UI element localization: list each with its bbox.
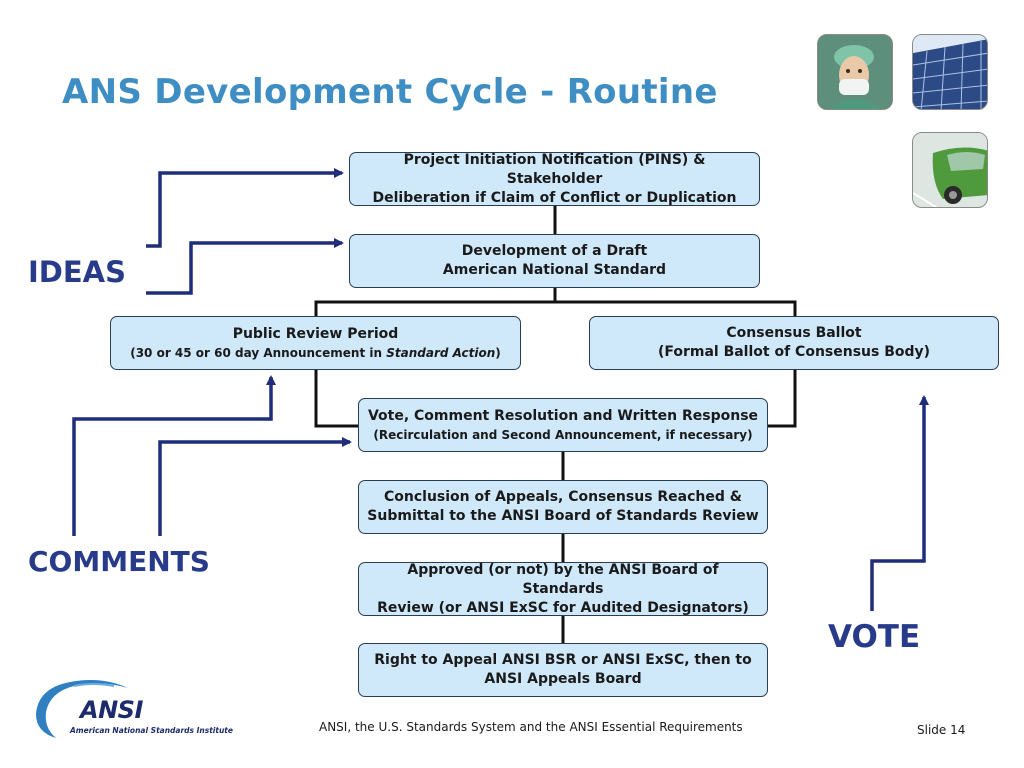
vote-label: VOTE	[828, 619, 921, 655]
ansi-swoosh-icon	[36, 680, 128, 738]
step-right-to-appeal: Right to Appeal ANSI BSR or ANSI ExSC, t…	[358, 643, 768, 697]
step-consensus-ballot-line1: Consensus Ballot	[726, 325, 862, 341]
step-draft-line2: American National Standard	[442, 262, 667, 278]
step-vote-comment-line2: (Recirculation and Second Announcement, …	[373, 427, 753, 442]
surgeon-icon	[818, 35, 892, 109]
step-pins: Project Initiation Notification (PINS) &…	[349, 152, 760, 206]
step-approved: Approved (or not) by the ANSI Board of S…	[358, 562, 768, 616]
step-draft: Development of a Draft American National…	[349, 234, 760, 288]
slide-number: Slide 14	[917, 723, 966, 737]
footer-text: ANSI, the U.S. Standards System and the …	[319, 720, 743, 734]
solar-panel-icon	[913, 35, 987, 109]
step-public-review-line2-suffix: )	[495, 345, 501, 360]
solar-panel-photo	[912, 34, 988, 110]
step-right-to-appeal-line1: Right to Appeal ANSI BSR or ANSI ExSC, t…	[374, 652, 752, 668]
step-public-review-line2: (30 or 45 or 60 day Announcement in Stan…	[130, 344, 501, 362]
step-pins-line2: Deliberation if Claim of Conflict or Dup…	[372, 189, 737, 206]
ansi-logo: ANSI American National Standards Institu…	[30, 676, 233, 744]
step-approved-line2: Review (or ANSI ExSC for Audited Designa…	[377, 599, 749, 616]
step-vote-comment: Vote, Comment Resolution and Written Res…	[358, 398, 768, 452]
step-right-to-appeal-line2: ANSI Appeals Board	[484, 671, 642, 687]
surgeon-photo	[817, 34, 893, 110]
step-appeals-conclusion-line1: Conclusion of Appeals, Consensus Reached…	[384, 489, 742, 505]
step-public-review-line2-prefix: (30 or 45 or 60 day Announcement in	[130, 345, 387, 360]
ideas-label: IDEAS	[28, 255, 127, 289]
car-icon	[913, 133, 987, 207]
step-draft-line1: Development of a Draft	[461, 243, 648, 259]
step-public-review-line1: Public Review Period	[232, 325, 399, 342]
step-appeals-conclusion: Conclusion of Appeals, Consensus Reached…	[358, 480, 768, 534]
connector-ballot-vote	[768, 370, 797, 428]
step-pins-line1: Project Initiation Notification (PINS) &…	[403, 151, 706, 187]
car-photo	[912, 132, 988, 208]
ideas-arrow-pins	[146, 168, 344, 248]
comments-label: COMMENTS	[28, 545, 210, 578]
step-consensus-ballot: Consensus Ballot (Formal Ballot of Conse…	[589, 316, 999, 370]
slide-title: ANS Development Cycle - Routine	[62, 72, 718, 112]
ideas-arrow-draft	[146, 238, 344, 295]
comments-arrow-vote	[158, 437, 352, 536]
step-approved-line1: Approved (or not) by the ANSI Board of S…	[407, 561, 719, 597]
ansi-subtitle: American National Standards Institute	[70, 726, 233, 735]
step-public-review: Public Review Period (30 or 45 or 60 day…	[110, 316, 521, 370]
vote-arrow-ballot	[870, 395, 929, 611]
step-vote-comment-line1: Vote, Comment Resolution and Written Res…	[367, 407, 759, 424]
comments-arrow-public-review	[72, 375, 276, 536]
step-appeals-conclusion-line2: Submittal to the ANSI Board of Standards…	[367, 508, 759, 524]
standard-action-text: Standard Action	[386, 345, 496, 360]
ansi-wordmark: ANSI	[80, 696, 143, 724]
connector-branch	[314, 300, 797, 316]
connector-public-review-vote	[314, 370, 358, 428]
step-consensus-ballot-line2: (Formal Ballot of Consensus Body)	[657, 344, 931, 360]
